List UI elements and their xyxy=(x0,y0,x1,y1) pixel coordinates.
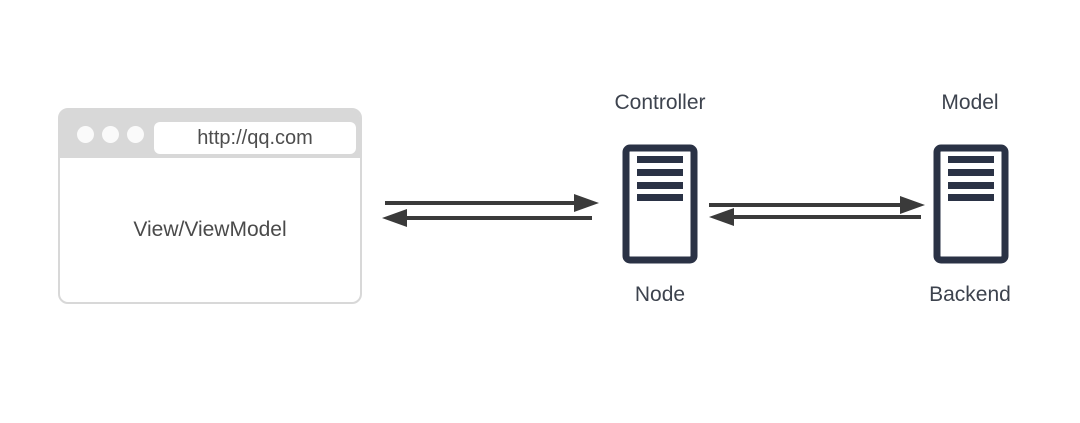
view-viewmodel-label: View/ViewModel xyxy=(133,218,287,241)
window-dot-icon xyxy=(102,125,119,143)
server-icon-node xyxy=(622,144,698,264)
arrows-node-backend xyxy=(709,196,925,226)
arrow-node-to-backend xyxy=(709,196,925,214)
controller-label: Controller xyxy=(614,91,706,114)
arrow-backend-to-node xyxy=(709,208,921,226)
server-icon-backend xyxy=(933,144,1009,264)
window-dot-icon xyxy=(77,125,94,143)
node-label: Node xyxy=(634,283,686,306)
arrow-browser-to-node xyxy=(385,194,599,212)
arrows-browser-node xyxy=(382,194,599,227)
browser-window: http://qq.com View/ViewModel xyxy=(58,108,362,304)
arrow-node-to-browser xyxy=(382,209,592,227)
backend-label: Backend xyxy=(929,283,1011,306)
address-bar: http://qq.com xyxy=(154,122,356,154)
model-label: Model xyxy=(941,91,999,114)
window-dot-icon xyxy=(127,125,144,143)
window-controls xyxy=(77,125,144,143)
